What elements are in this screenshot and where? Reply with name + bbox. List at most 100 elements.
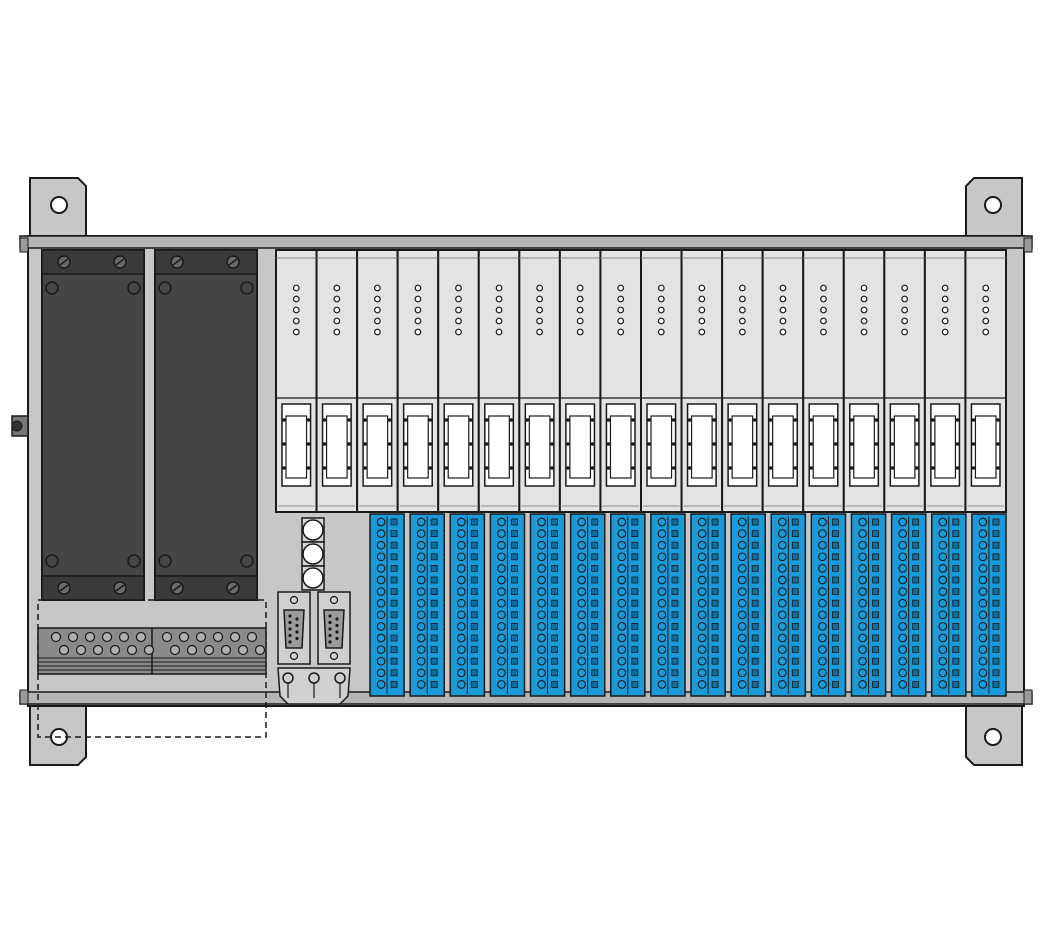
latch-pin [403,442,408,446]
terminal-screw-icon [577,564,587,573]
terminal-screw-icon [898,598,908,608]
status-led-icon [779,295,787,303]
terminal-clamp [551,553,558,561]
terminal-screw-icon [697,598,707,608]
module-latch-window [488,415,510,479]
terminal-clamp [390,623,398,630]
terminal-clamp [711,588,719,595]
status-led-icon [860,306,868,314]
terminal-clamp [992,541,1000,549]
screw-slot [228,258,238,266]
terminal-screw-icon [577,540,587,550]
terminal-clamp [992,646,1000,653]
terminal-clamp [791,681,799,688]
terminal-screw-icon [657,517,667,527]
latch-pin [428,442,433,446]
status-led-icon [292,317,300,325]
terminal-clamp [751,518,759,526]
terminal-screw-icon [456,540,466,550]
dsub-pin [295,636,299,641]
terminal-screw-icon [858,610,867,620]
latch-pin [874,442,879,446]
latch-pin [728,466,732,470]
latch-pin [363,418,367,422]
terminal-screw [229,631,241,643]
terminal-clamp [551,611,558,619]
terminal-clamp [430,530,438,537]
latch-pin [671,418,676,422]
terminal-clamp [551,599,558,607]
terminal-clamp [511,565,518,572]
terminal-screw-icon [737,517,747,527]
terminal-clamp [832,623,839,630]
terminal-screw-icon [497,598,506,608]
terminal-screw [203,644,215,656]
terminal-screw-icon [577,529,587,538]
terminal-screw-icon [858,540,867,550]
indicator-lamp-icon [302,567,324,589]
terminal-screw-icon [737,540,747,550]
terminal-screw-icon [497,656,506,666]
terminal-clamp [511,518,518,526]
latch-pin [768,466,773,470]
terminal-clamp [511,530,518,537]
terminal-clamp [671,623,679,630]
terminal-screw-icon [657,668,667,678]
status-led-icon [901,317,909,325]
terminal-clamp [390,530,398,537]
status-led-icon [779,317,787,325]
terminal-clamp [390,634,398,642]
power-supply-1 [41,249,145,601]
terminal-screw-icon [818,564,827,573]
rail-end-br [1023,689,1033,705]
terminal-clamp [751,588,759,595]
terminal-clamp [671,669,679,677]
latch-pin [849,418,854,422]
terminal-screw-icon [456,552,466,562]
terminal-clamp [390,541,398,549]
status-led-icon [779,328,787,336]
module-latch-window [974,415,997,479]
terminal-screw [212,631,224,643]
status-led-icon [414,306,422,314]
latch-pin [525,418,530,422]
terminal-screw-icon [617,622,627,631]
terminal-screw-icon [537,680,546,689]
latch-pin [996,418,1000,422]
status-led-icon [292,284,300,292]
terminal-screw-icon [737,598,747,608]
io-module-12 [721,249,764,513]
terminal-clamp [992,518,1000,526]
io-module-9 [599,249,643,513]
terminal-screw-icon [537,622,546,631]
terminal-clamp [912,611,920,619]
dsub-pin [335,636,339,641]
terminal-screw-icon [537,610,546,620]
terminal-clamp [872,657,879,665]
terminal-clamp [872,541,879,549]
status-led-icon [536,317,544,325]
terminal-clamp [551,681,558,688]
terminal-screw [92,644,104,656]
status-led-icon [333,328,341,336]
terminal-screw-icon [898,552,908,562]
terminal-clamp [631,530,639,537]
rail-end-tr [1023,237,1033,253]
power-supply-body [154,249,258,601]
mount-hole-icon [45,281,59,295]
screw-slot [172,584,182,592]
terminal-clamp [751,565,759,572]
terminal-screw-icon [537,517,546,527]
terminal-screw-icon [697,517,707,527]
latch-pin [809,418,814,422]
terminal-clamp [470,565,478,572]
latch-pin [428,466,433,470]
latch-pin [550,442,554,446]
terminal-screw-icon [497,540,506,550]
mount-hole-bottom-right [984,728,1002,746]
terminal-clamp [791,576,799,584]
terminal-screw-icon [777,575,787,585]
terminal-clamp [671,599,679,607]
terminal-screw-icon [777,680,787,689]
terminal-screw-icon [777,552,787,562]
